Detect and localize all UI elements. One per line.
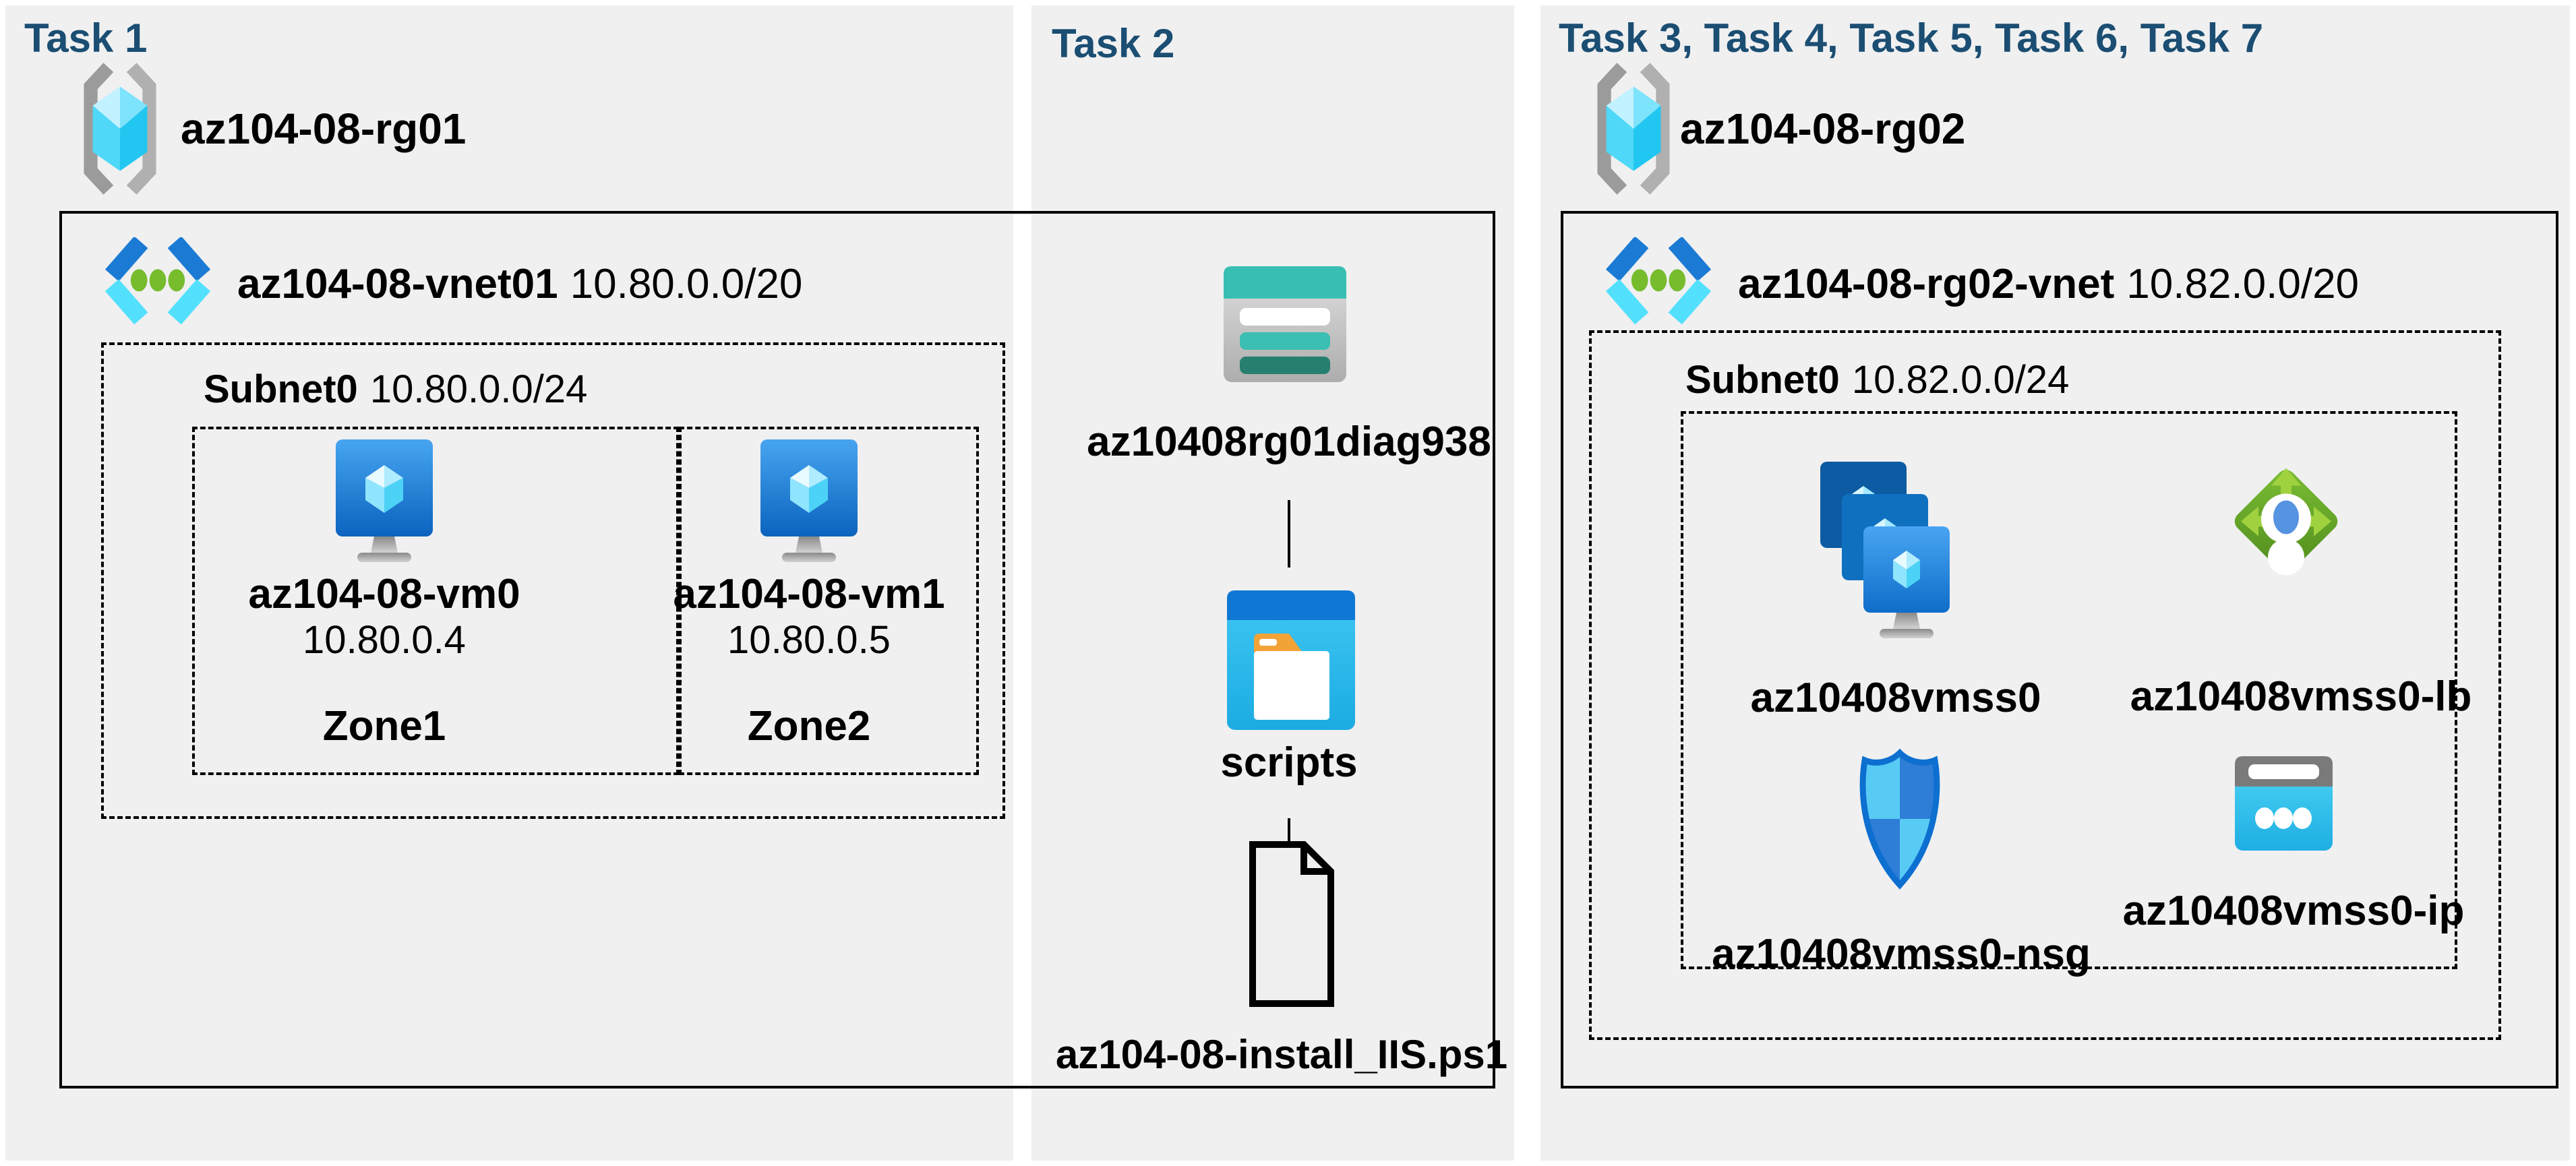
public-ip-name: az10408vmss0-ip [2122,888,2465,934]
task2-header: Task 2 [1052,21,1175,66]
load-balancer-name: az10408vmss0-lb [2130,673,2472,720]
panel-task1 [5,5,1013,1161]
public-ip-icon [2235,756,2333,851]
virtual-machine-icon [336,439,433,562]
script-file-icon [1249,841,1334,1007]
vmss-name: az10408vmss0 [1750,675,2041,721]
resource-group-icon [84,63,156,195]
vnet1-boundary [59,211,1495,1088]
virtual-network-icon [104,237,211,325]
load-balancer-icon [2234,468,2338,576]
container-name: scripts [1220,739,1358,786]
vm-zone: Zone2 [747,703,871,749]
task1-header: Task 1 [24,16,148,61]
subnet-cidr: 10.82.0.0/24 [1851,358,2070,402]
subnet0-boundary-task1 [101,342,1005,819]
connector-storage-to-container [1288,500,1290,567]
resource-group-name: az104-08-rg01 [181,104,467,153]
storage-account-icon [1224,266,1346,382]
script-file-name: az104-08-install_IIS.ps1 [1055,1032,1508,1077]
virtual-machine-icon [760,439,858,562]
vm-zone: Zone1 [322,703,446,749]
resource-group-icon [1597,63,1670,195]
vm-name: az104-08-vm0 [248,571,520,617]
vnet-cidr: 10.82.0.0/20 [2126,261,2360,307]
subnet-name: Subnet0 [204,367,358,411]
vm-ip: 10.80.0.4 [303,618,466,662]
vnet-name: az104-08-vnet01 [237,261,558,307]
task3-header: Task 3, Task 4, Task 5, Task 6, Task 7 [1559,16,2264,61]
resource-group-name: az104-08-rg02 [1680,104,1966,153]
subnet-name: Subnet0 [1685,358,1840,402]
vnet2-boundary [1561,211,2558,1088]
zone2-boundary [679,427,979,775]
subnet0-boundary-task3 [1589,330,2501,1040]
vnet-name: az104-08-rg02-vnet [1738,261,2115,307]
storage-account-name: az10408rg01diag938 [1087,419,1491,465]
network-security-group-icon [1859,748,1940,890]
nsg-name: az10408vmss0-nsg [1712,931,2091,977]
vmss-group-boundary [1681,411,2457,969]
virtual-network-icon [1605,237,1712,325]
subnet-cidr: 10.80.0.0/24 [369,367,588,411]
blob-container-icon [1227,590,1355,730]
vm-name: az104-08-vm1 [673,571,945,617]
vnet-title: az104-08-vnet01 10.80.0.0/20 [237,261,803,307]
vm-ip: 10.80.0.5 [727,618,891,662]
vm-scale-set-icon [1820,462,1950,638]
zone1-boundary [192,427,679,775]
vnet-cidr: 10.80.0.0/20 [570,261,803,307]
